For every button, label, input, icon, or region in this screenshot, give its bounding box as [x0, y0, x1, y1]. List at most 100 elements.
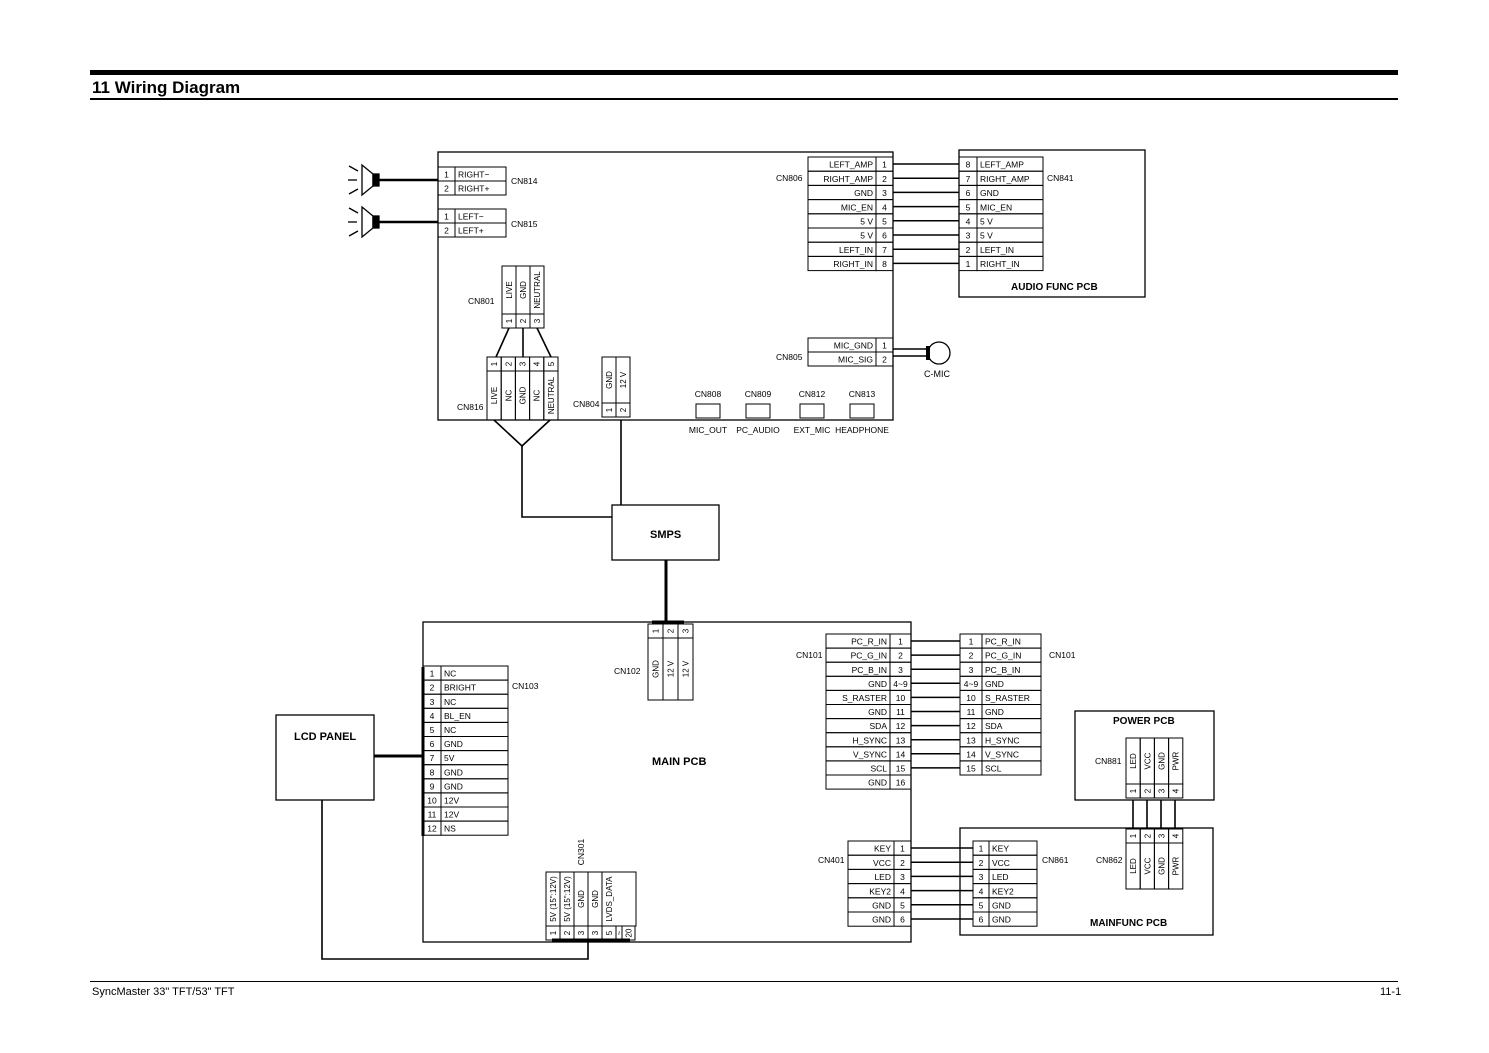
cn101_ext-pin-b: PC_R_IN [985, 637, 1021, 647]
cn101_ext-pin-b: S_RASTER [985, 693, 1030, 703]
cn101_ext-pin-b: SCL [985, 764, 1002, 774]
cn103-pin-b: 5V [444, 753, 455, 763]
cn881-pin-number: 3 [1158, 788, 1167, 793]
cn101_ext-pin-a: 14 [966, 749, 976, 759]
cn815-label: CN815 [511, 219, 538, 229]
cn841-pin-a: 7 [966, 174, 971, 184]
cn101_ext-pin-b: SDA [985, 721, 1003, 731]
cn861-cell [988, 911, 1038, 927]
cn301-pin-number: 2 [563, 930, 572, 935]
cn103-pin-b: GND [444, 781, 463, 791]
cn101-ext-label: CN101 [1049, 650, 1076, 660]
cn806-pin-b: 5 [882, 217, 887, 227]
cn862-pin-number: 2 [1143, 833, 1152, 838]
footer-rule [90, 981, 1398, 982]
cn103-pin-a: 12 [427, 824, 437, 834]
cn301-pin-number: ~ [615, 930, 624, 935]
cn103-pin-b: 12V [444, 810, 459, 820]
cn101_ext-pin-a: 3 [969, 665, 974, 675]
cn101_ext-pin-b: GND [985, 707, 1004, 717]
cn861-pin-b: GND [992, 901, 1011, 911]
cn861-pin-a: 2 [979, 858, 984, 868]
cn816-pin-label: NC [533, 390, 542, 402]
cn103-pin-b: NC [444, 697, 456, 707]
power-pcb-label: POWER PCB [1113, 716, 1175, 727]
cn816-pin-number: 5 [547, 361, 556, 366]
cn805-pin-b: 2 [882, 355, 887, 365]
cn881-pin-label: LED [1129, 753, 1138, 769]
cn101_ext-cell [981, 760, 1042, 776]
cn881-label: CN881 [1095, 756, 1122, 766]
cn804-pin-number: 1 [605, 407, 614, 412]
cn102-pin-label: GND [652, 660, 661, 678]
cn814-pin-b: RIGHT+ [458, 184, 489, 194]
cn103-pin-a: 6 [430, 739, 435, 749]
cn103-pin-a: 8 [430, 767, 435, 777]
cn805-cell [875, 351, 894, 367]
cn102-label: CN102 [614, 666, 641, 676]
cn804-num-cell [615, 402, 631, 418]
cn841-pin-b: 5 V [980, 231, 993, 241]
cn814-pin-a: 1 [444, 170, 449, 180]
cn301-label: CN301 [576, 839, 586, 866]
cn816-pin-number: 4 [533, 361, 542, 366]
cn301-pin-label: GND [577, 890, 586, 908]
cn804-pin-label: 12 V [619, 371, 628, 388]
cn101_main-pin-b: 15 [896, 764, 906, 774]
cn815-pin-a: 1 [444, 212, 449, 222]
cn301-pin-label: 5V (15":12V) [563, 876, 572, 922]
cn401-pin-b: 6 [900, 915, 905, 925]
cn814-pin-a: 2 [444, 184, 449, 194]
cn816-num-cell [543, 356, 559, 372]
cn806-pin-a: RIGHT_IN [833, 259, 873, 269]
cn861-pin-a: 5 [979, 901, 984, 911]
cn101_main-pin-a: H_SYNC [853, 735, 887, 745]
lcd-panel-label: LCD PANEL [294, 731, 356, 743]
cn103-pin-a: 9 [430, 781, 435, 791]
cn801-pin-number: 2 [519, 318, 528, 323]
microphone-body [926, 346, 930, 360]
cn801-pin-label: GND [519, 281, 528, 299]
cn103-pin-a: 1 [430, 669, 435, 679]
cn101_ext-pin-b: PC_G_IN [985, 651, 1021, 661]
cn861-pin-b: LED [992, 872, 1009, 882]
cn861-pin-a: 3 [979, 872, 984, 882]
cn301-num-cell [621, 925, 636, 941]
cn401-pin-b: 4 [900, 886, 905, 896]
cn806-pin-a: 5 V [860, 217, 873, 227]
cn101_ext-pin-b: GND [985, 679, 1004, 689]
cn862-label: CN862 [1096, 855, 1123, 865]
jack-label: HEADPHONE [835, 425, 889, 435]
cn816-pin-label: NC [504, 390, 513, 402]
cn101_main-pin-a: PC_R_IN [851, 637, 887, 647]
cn881-pin-label: GND [1158, 752, 1167, 770]
cn101_main-pin-b: 2 [898, 651, 903, 661]
jack-1 [745, 403, 771, 419]
jack-name: CN808 [695, 389, 722, 399]
cn881-num-cell [1168, 783, 1184, 799]
cn841-pin-a: 1 [966, 259, 971, 269]
cn801-pin-label: LIVE [505, 281, 514, 298]
cn801-num-cell [529, 313, 545, 329]
cn862-pin-label: GND [1158, 857, 1167, 875]
cn801-pin-number: 3 [533, 318, 542, 323]
jack-name: CN812 [799, 389, 826, 399]
cn841-label: CN841 [1047, 173, 1074, 183]
cn401-cell [893, 911, 912, 927]
cn101_main-pin-b: 4~9 [893, 679, 908, 689]
microphone-label: C-MIC [924, 369, 950, 379]
cn862-pin-label: LED [1129, 858, 1138, 874]
cn805-pin-b: 1 [882, 341, 887, 351]
cn815-pin-a: 2 [444, 226, 449, 236]
main-pcb-label: MAIN PCB [652, 756, 706, 768]
cn101_ext-pin-a: 1 [969, 637, 974, 647]
cn806-pin-b: 6 [882, 231, 887, 241]
cn806-pin-b: 4 [882, 202, 887, 212]
cn101_ext-pin-a: 4~9 [964, 679, 979, 689]
cn881-pin-number: 1 [1129, 788, 1138, 793]
cn862-pin-number: 4 [1172, 833, 1181, 838]
